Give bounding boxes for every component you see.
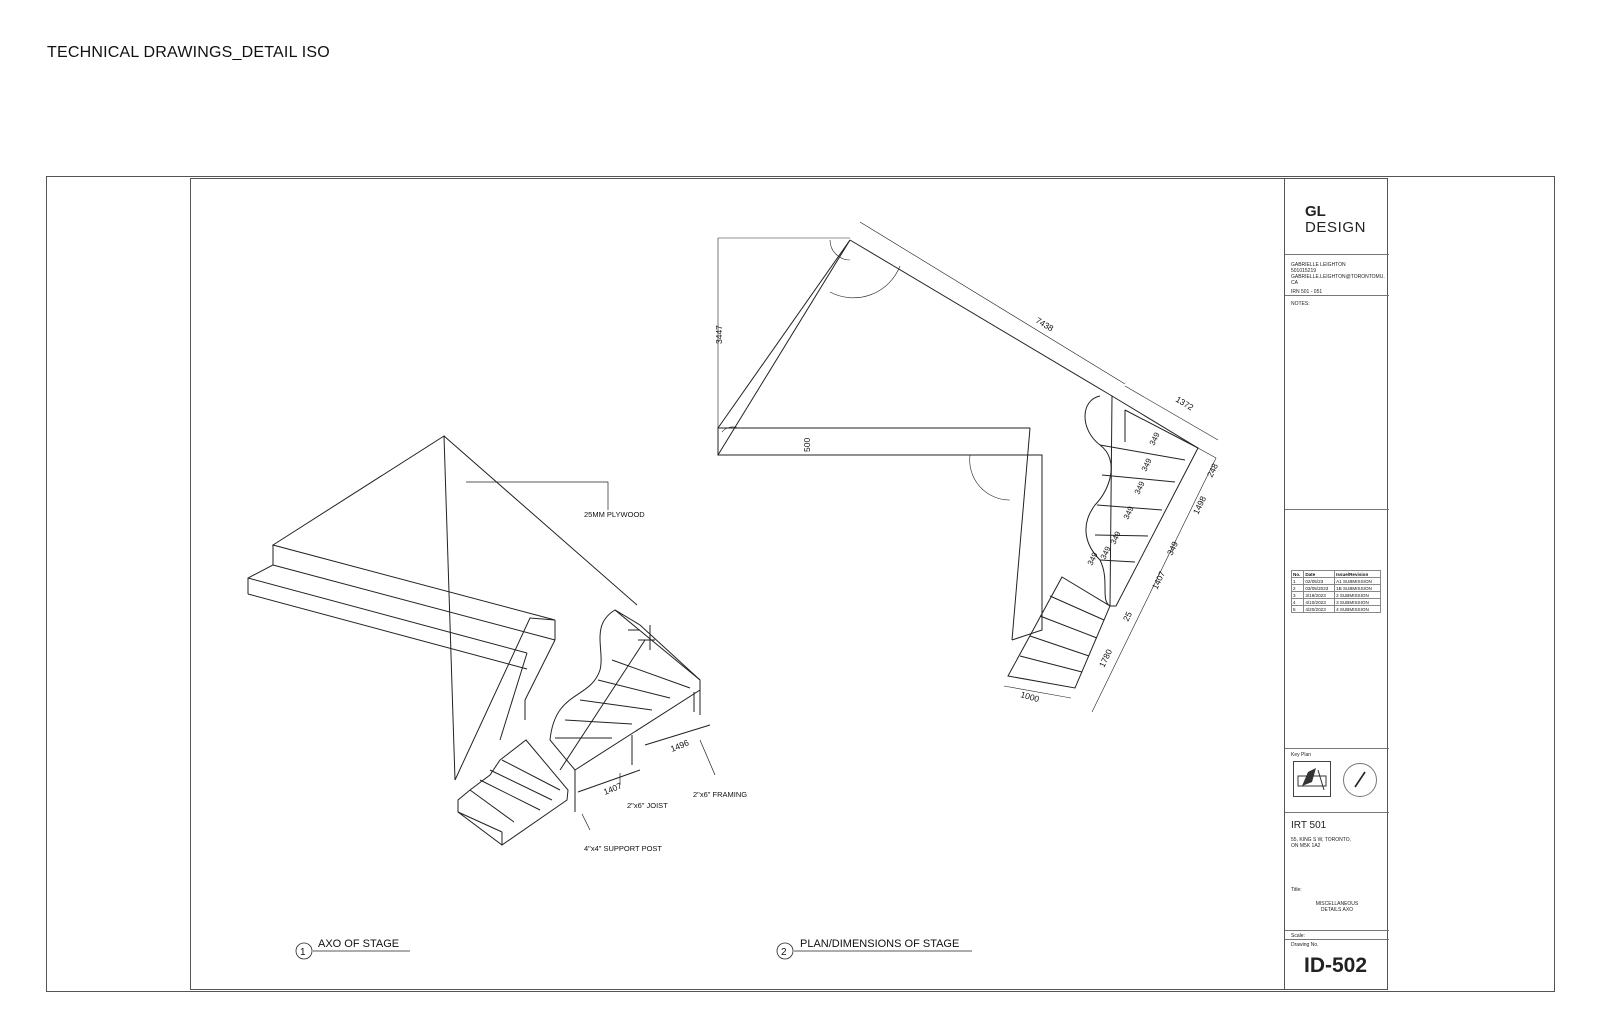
project-address: 55, KING S W, TORONTO, ON M5K 1A2 — [1291, 837, 1351, 849]
rev-no: 4 — [1290, 598, 1305, 606]
plan-dim-arm-width: 500 — [802, 438, 812, 452]
axo-view-title: AXO OF STAGE — [318, 938, 399, 950]
rev-no: 3 — [1290, 591, 1305, 599]
plan-view-number-circle — [776, 942, 794, 960]
revision-table: No. Date Issue/Revision 1 02/05/23 A1 SU… — [1290, 570, 1381, 613]
rev-no: 1 — [1290, 577, 1305, 585]
rev-issue: A1 SUBMISSION — [1334, 577, 1381, 585]
axo-view-number-circle — [295, 942, 313, 960]
plan-dim-end-width: 1372 — [1174, 394, 1196, 412]
rev-date: 4/10/2023 — [1303, 598, 1336, 606]
firm-name-line2: DESIGN — [1305, 219, 1367, 236]
table-row: 2 03/05/2023 1B SUBMISSION — [1290, 584, 1381, 592]
drawing-no-label: Drawing No. — [1291, 942, 1319, 948]
plan-dim-gap-25: 25 — [1121, 610, 1134, 623]
axo-post-label: 4"x4" SUPPORT POST — [584, 844, 662, 853]
designer-info: GABRIELLE LEIGHTON 501015219 GABRIELLE.L… — [1291, 262, 1385, 295]
scale-label: Scale: — [1291, 933, 1305, 939]
plan-joist-spacing-1: 349 — [1148, 430, 1162, 446]
plan-joist-spacing-3: 349 — [1133, 479, 1147, 495]
plan-dim-edge-248: 248 — [1205, 462, 1220, 479]
table-row: 3 3/19/2023 2 SUBMISSION — [1290, 591, 1381, 599]
address-line1: 55, KING S W, TORONTO, — [1291, 837, 1352, 843]
drawing-title-line2: DETAILS AXO — [1320, 907, 1354, 913]
rev-issue: 1B SUBMISSION — [1334, 584, 1381, 592]
drawing-title-line1: MISCELLANEOUS — [1315, 901, 1359, 907]
rev-issue: 4 SUBMISSION — [1334, 605, 1381, 613]
revision-header-row: No. Date Issue/Revision — [1290, 570, 1381, 578]
key-plan-icon — [1293, 761, 1331, 797]
table-row: 1 02/05/23 A1 SUBMISSION — [1290, 577, 1381, 585]
firm-name: GL DESIGN — [1305, 204, 1366, 236]
plan-dim-seg-349: 349 — [1165, 540, 1180, 557]
plan-dim-edge-1498: 1498 — [1191, 494, 1208, 516]
north-arrow-icon — [1343, 763, 1377, 797]
axo-joist-label: 2"x6" JOIST — [627, 801, 668, 810]
outer-frame — [46, 176, 1555, 992]
rev-no: 5 — [1290, 605, 1305, 613]
table-row: 4 4/10/2023 3 SUBMISSION — [1290, 598, 1381, 606]
rev-date: 03/05/2023 — [1303, 584, 1336, 592]
rev-header-no: No. — [1290, 570, 1305, 578]
axo-view-number: 1 — [300, 947, 306, 958]
page-heading: TECHNICAL DRAWINGS_DETAIL ISO — [47, 44, 330, 61]
rev-date: 3/19/2023 — [1303, 591, 1336, 599]
plan-dim-stair-length: 1780 — [1097, 647, 1114, 669]
title-block: GL DESIGN GABRIELLE LEIGHTON 501015219 G… — [1284, 178, 1389, 990]
axo-framing-label: 2"x6" FRAMING — [693, 790, 747, 799]
rev-issue: 2 SUBMISSION — [1334, 591, 1381, 599]
key-plan-label: Key Plan — [1291, 752, 1312, 758]
plan-view-title: PLAN/DIMENSIONS OF STAGE — [800, 938, 959, 950]
designer-name: GABRIELLE LEIGHTON — [1291, 262, 1346, 268]
plan-joist-spacing-2: 349 — [1140, 456, 1154, 472]
drawing-number: ID-502 — [1304, 954, 1368, 977]
plan-dim-left-height: 3447 — [714, 325, 724, 344]
address-line2: ON M5K 1A2 — [1291, 843, 1321, 849]
plan-joist-spacing-7: 349 — [1086, 550, 1100, 566]
plan-stage-drawing — [717, 221, 1219, 713]
axo-plywood-label: 25MM PLYWOOD — [584, 510, 645, 519]
plan-dim-side-1407: 1407 — [1150, 569, 1167, 591]
rev-date: 02/05/23 — [1303, 577, 1336, 585]
notes-label: NOTES: — [1291, 301, 1310, 307]
designer-email: GABRIELLE.LEIGHTON@TORONTOMU.CA — [1291, 274, 1385, 286]
rev-header-date: Date — [1303, 570, 1336, 578]
rev-no: 2 — [1290, 584, 1305, 592]
designer-id: 501015219 — [1291, 268, 1317, 274]
firm-name-line1: GL — [1305, 203, 1326, 220]
course-code: IRN 501 - 051 — [1291, 289, 1323, 295]
axo-dim-a: 1496 — [669, 737, 691, 753]
axo-stage-drawing — [247, 435, 716, 846]
project-name: IRT 501 — [1291, 820, 1327, 831]
rev-issue: 3 SUBMISSION — [1334, 598, 1381, 606]
rev-date: 4/20/2023 — [1303, 605, 1336, 613]
table-row: 5 4/20/2023 4 SUBMISSION — [1290, 605, 1381, 613]
plan-dim-stair-width: 1000 — [1019, 689, 1040, 704]
drawing-title: MISCELLANEOUS DETAILS AXO — [1285, 901, 1389, 913]
plan-view-number: 2 — [781, 947, 787, 958]
title-label: Title: — [1291, 887, 1302, 893]
rev-header-issue: Issue/Revision — [1334, 570, 1381, 578]
plan-dim-top-length: 7438 — [1034, 315, 1056, 333]
drawing-sheet — [190, 178, 1388, 990]
